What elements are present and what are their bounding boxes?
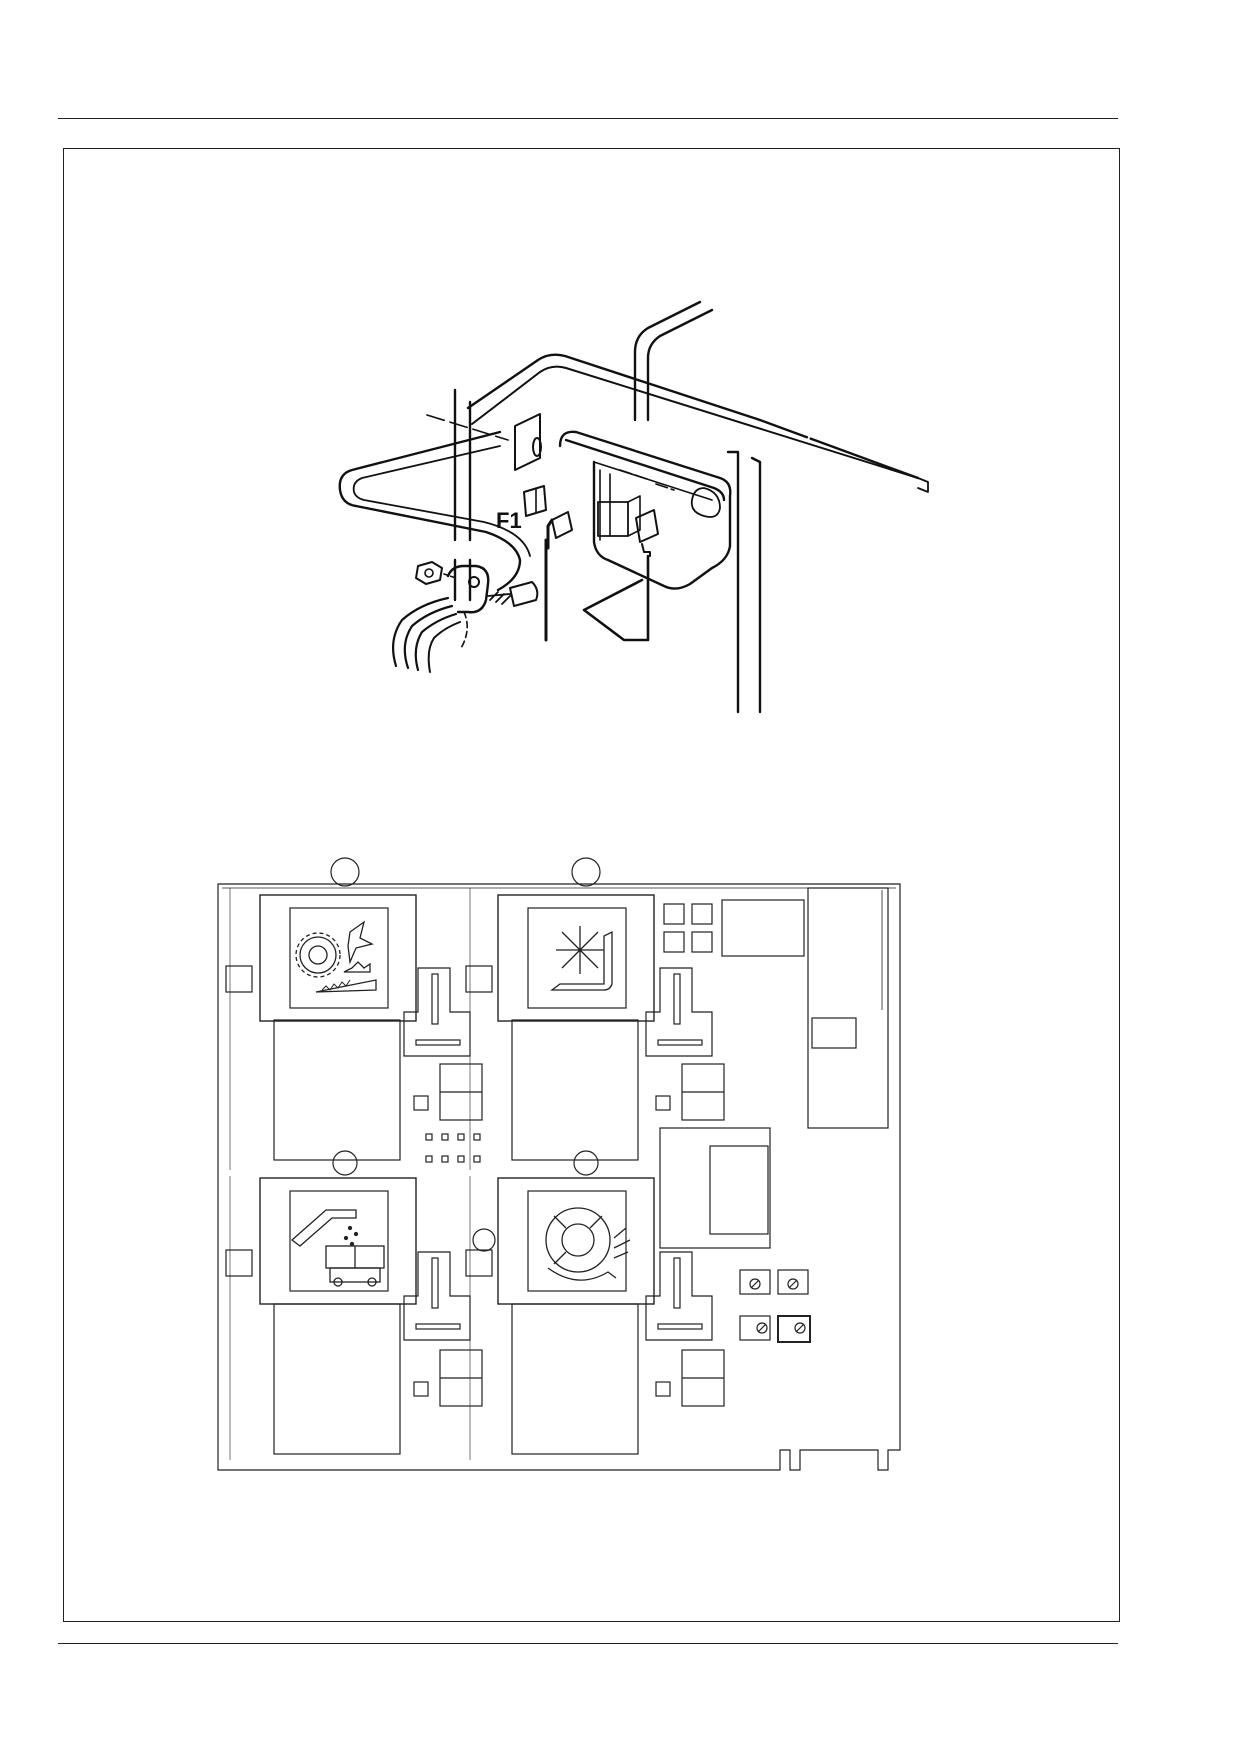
relay-bracket-br — [645, 1251, 713, 1341]
pcb-layout-diagram — [217, 857, 901, 1471]
fuse-label-f1: F1 — [496, 508, 522, 533]
figure-frame — [63, 148, 1120, 1622]
bottom-rule — [58, 1643, 1118, 1644]
spark-broom-icon — [550, 926, 613, 991]
relay-bracket-tl — [403, 967, 471, 1057]
relay-bracket-bl — [403, 1251, 471, 1341]
relay-bracket-tr — [645, 967, 713, 1057]
top-rule — [58, 118, 1118, 119]
saw-blade-icon — [295, 920, 377, 993]
callout-circle-3 — [332, 1150, 358, 1176]
callout-circle-5 — [472, 1228, 496, 1252]
fuse-assembly-diagram — [338, 300, 929, 714]
callout-circle-1 — [330, 857, 360, 887]
grit-spreader-icon — [290, 1209, 385, 1287]
callout-circle-2 — [571, 857, 601, 887]
brush-wheel-icon — [545, 1207, 631, 1281]
callout-circle-4 — [573, 1150, 599, 1176]
